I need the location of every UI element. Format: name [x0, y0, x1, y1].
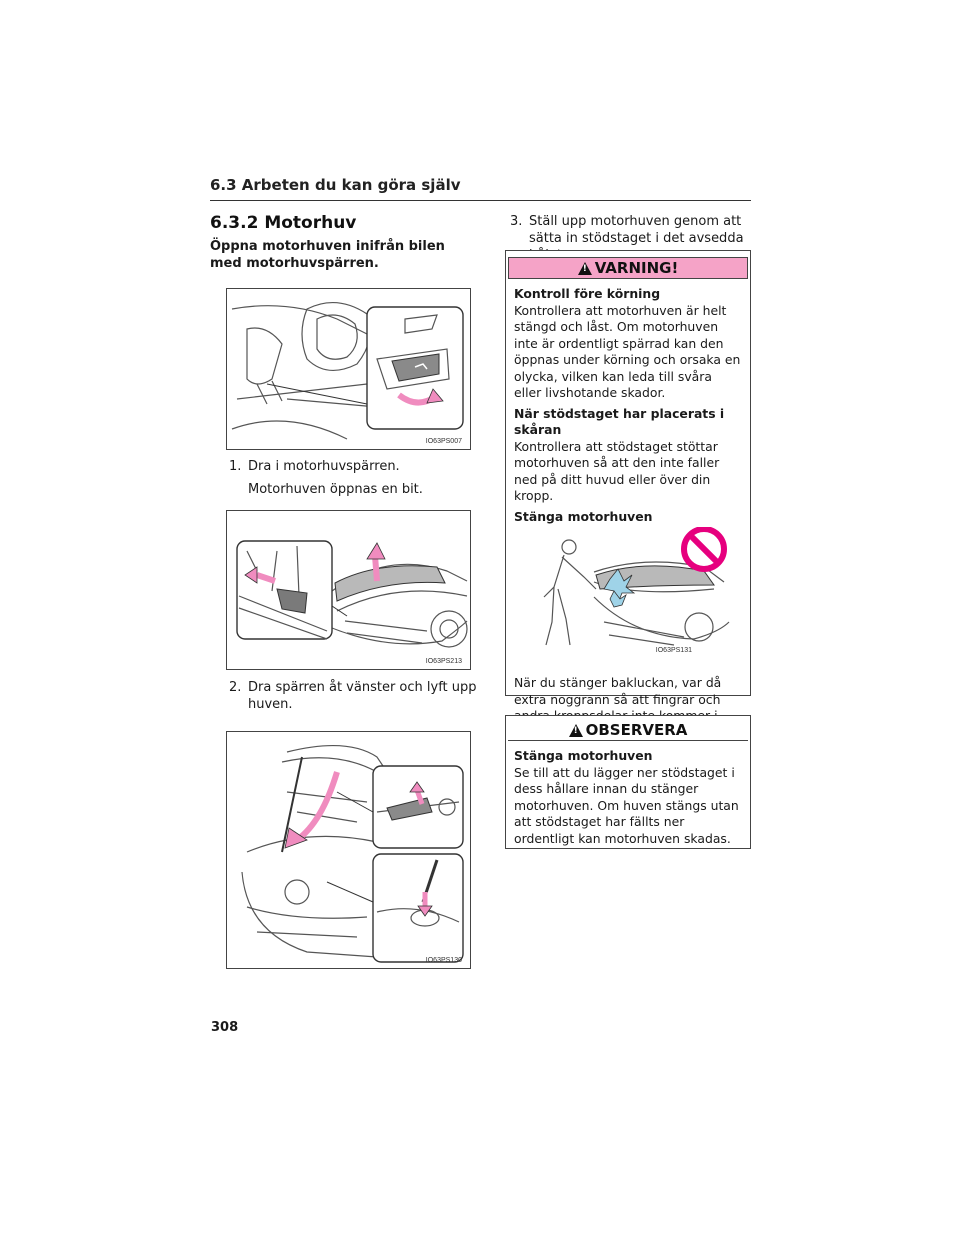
warning-text-2: Kontrollera att stödstaget stöttar motor…	[514, 438, 720, 504]
figure-code: IO63PS131	[655, 646, 692, 654]
warning-text-1: Kontrollera att motorhuven är helt stäng…	[514, 302, 741, 401]
hood-release-illustration	[231, 301, 464, 440]
warning-heading-2: När stödstaget har placerats i skåran	[514, 405, 725, 438]
notice-header: OBSERVERA	[508, 720, 748, 741]
notice-text-1: Se till att du lägger ner stödstaget i d…	[514, 764, 739, 846]
figure-prop-rod: IO63PS130	[226, 731, 471, 969]
step-1: 1.Dra i motorhuvspärren. Motorhuven öppn…	[229, 459, 423, 497]
figure-code: IO63PS130	[425, 957, 462, 964]
warning-heading-3: Stänga motorhuven	[514, 508, 653, 524]
latch-lift-illustration	[236, 540, 468, 648]
notice-box: OBSERVERA Stänga motorhuven Se till att …	[505, 715, 751, 849]
figure-hood-release: IO63PS007	[226, 288, 471, 450]
warning-header: VARNING!	[508, 257, 748, 279]
warning-box: VARNING! Kontroll före körning Kontrolle…	[505, 250, 751, 740]
figure-code: IO63PS213	[425, 658, 462, 665]
section-header: 6.3 Arbeten du kan göra själv	[210, 176, 751, 201]
warning-triangle-icon	[577, 262, 592, 275]
page-number: 308	[211, 1020, 239, 1035]
figure-code: IO63PS007	[425, 438, 462, 445]
notice-heading-1: Stänga motorhuven	[514, 748, 653, 763]
hood-closing-illustration	[543, 526, 730, 646]
warning-heading-1: Kontroll före körning	[514, 286, 661, 301]
step-2: 2.Dra spärren åt vänster och lyft upp hu…	[229, 680, 477, 712]
intro-text: Öppna motorhuven inifrån bilen med motor…	[210, 239, 445, 271]
figure-hood-closing: IO63PS131	[514, 526, 742, 669]
subsection-title: 6.3.2 Motorhuv	[210, 213, 357, 233]
prop-rod-illustration	[241, 745, 464, 963]
figure-latch-lift: IO63PS213	[226, 510, 471, 670]
caution-triangle-icon	[568, 724, 583, 737]
